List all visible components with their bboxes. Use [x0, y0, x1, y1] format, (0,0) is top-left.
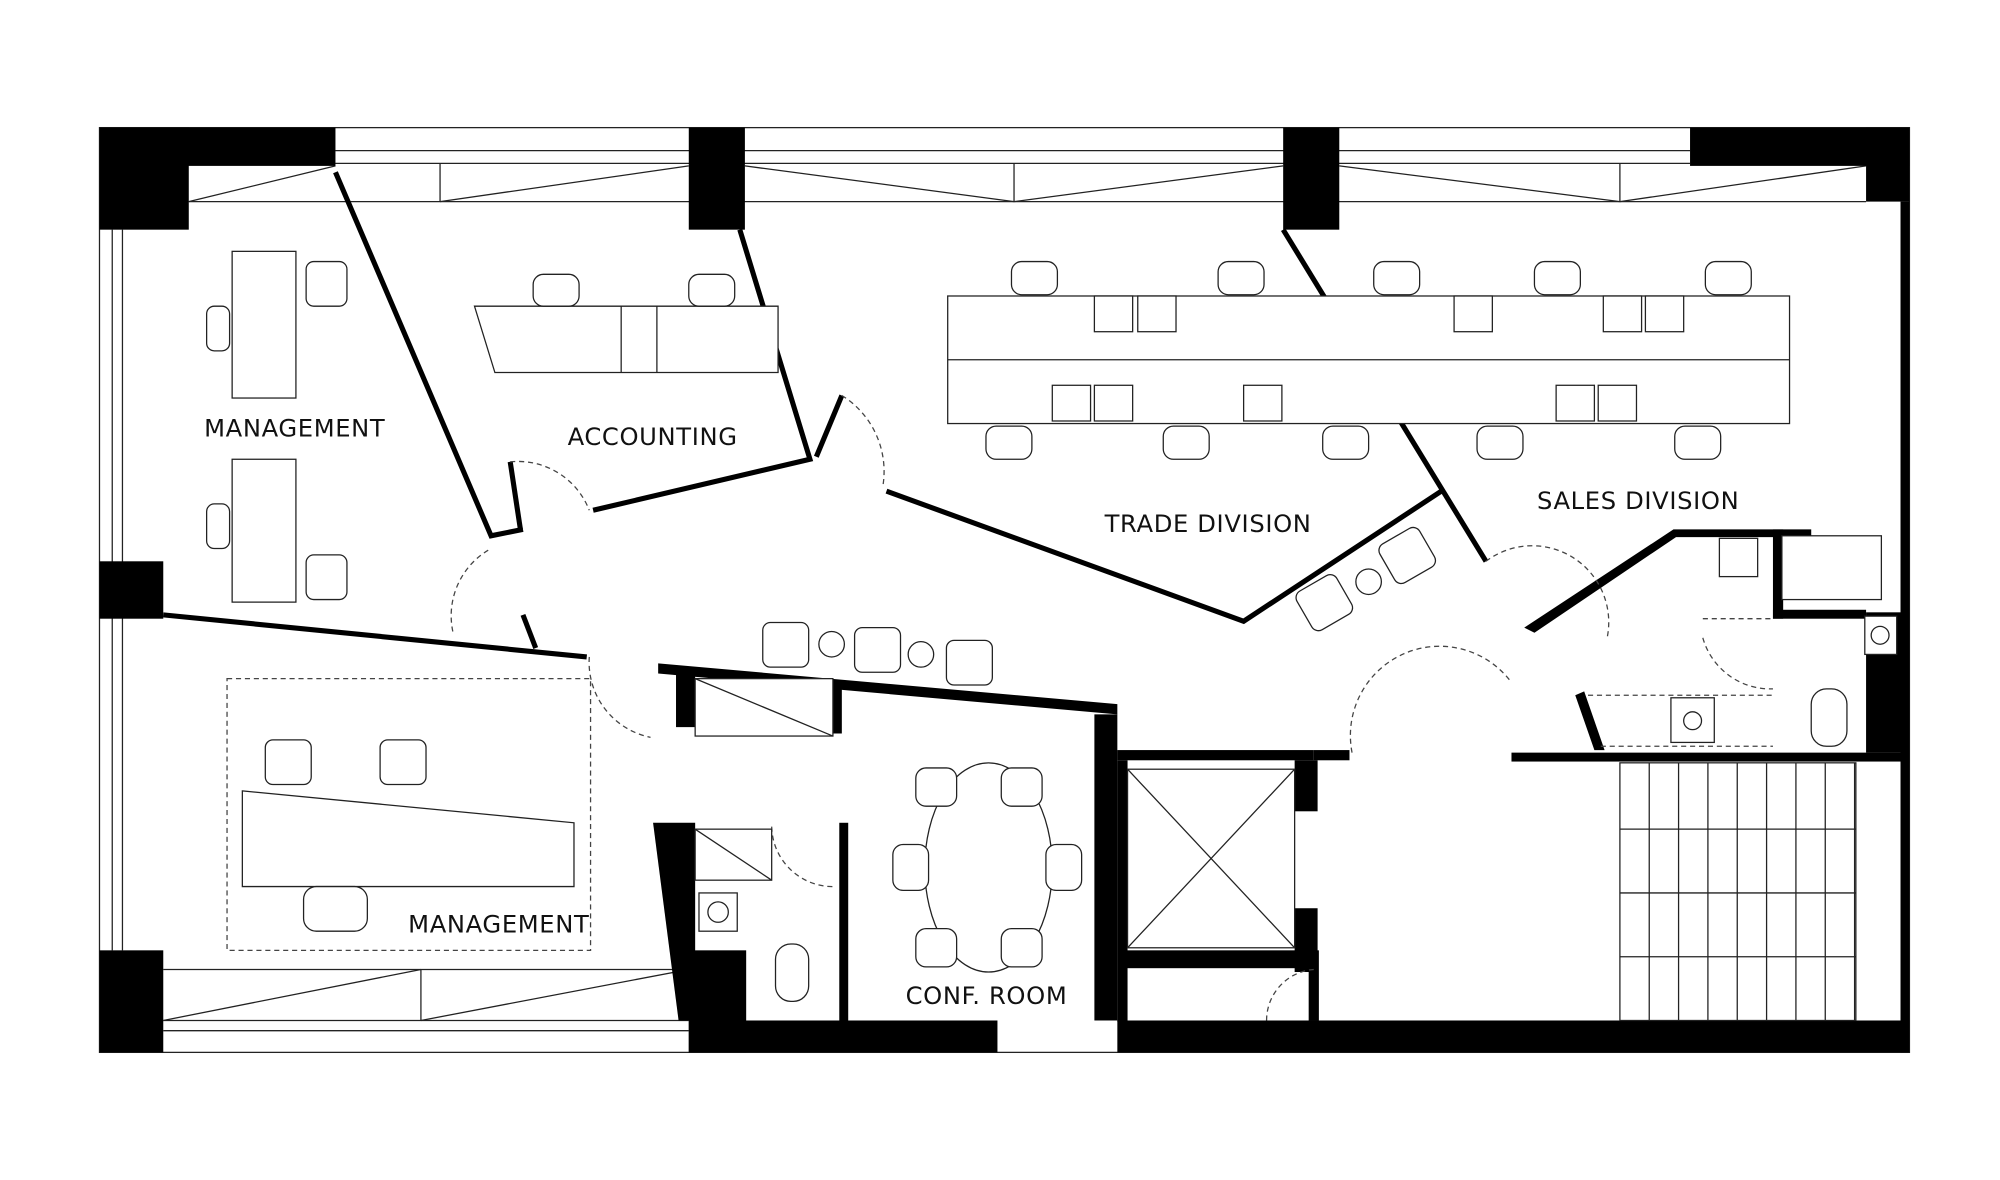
door-swings	[226, 394, 1773, 1021]
elevator	[1126, 768, 1296, 949]
room-label-accounting: ACCOUNTING	[568, 423, 738, 451]
conference-chairs	[892, 767, 1083, 968]
room-label-sales-division: SALES DIVISION	[1537, 487, 1739, 515]
structural-walls	[99, 127, 1910, 1053]
room-label-management-bottom: MANAGEMENT	[408, 910, 589, 938]
room-label-trade-division: TRADE DIVISION	[1104, 510, 1312, 538]
workstation-chairs	[985, 260, 1752, 460]
room-label-conf-room: CONF. ROOM	[906, 982, 1068, 1010]
furniture	[205, 250, 1898, 1002]
top-windows	[188, 149, 1867, 203]
staircase	[1619, 762, 1857, 1022]
room-label-management-top: MANAGEMENT	[204, 414, 385, 442]
